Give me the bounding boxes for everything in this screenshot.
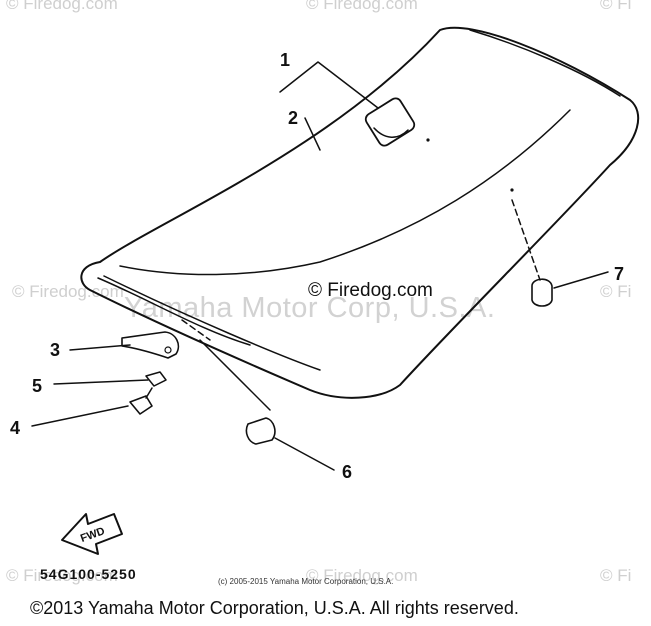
seat-seam — [119, 109, 571, 276]
clip-part-5 — [145, 371, 167, 387]
watermark-top-center: © Firedog.com — [306, 0, 418, 13]
seat-rear-ridge — [469, 29, 621, 97]
leader-2 — [304, 117, 321, 151]
seat-strap — [364, 97, 416, 147]
leader-3 — [69, 344, 131, 351]
bolt-part-4-shank — [145, 387, 153, 399]
watermark-mid-left: © Firedog.com — [12, 282, 124, 301]
callout-3: 3 — [50, 340, 60, 360]
callout-4: 4 — [10, 418, 20, 438]
leader-fastener — [199, 339, 271, 411]
watermark-top-right: © Fi — [600, 0, 632, 13]
callout-5: 5 — [32, 376, 42, 396]
collar-part-7 — [531, 278, 553, 307]
leader-7 — [553, 271, 609, 289]
leader-1 — [279, 61, 379, 109]
watermark-top-left: © Firedog.com — [6, 0, 118, 13]
bolt-part-4 — [129, 395, 153, 415]
hook-part-6 — [245, 417, 276, 445]
watermark-bottom-center: © Firedog.com — [306, 566, 418, 585]
seat-edge-line — [103, 275, 321, 371]
small-copyright: (c) 2005-2015 Yamaha Motor Corporation, … — [218, 577, 394, 586]
leader-fastener-dash — [511, 199, 541, 281]
bracket-part-3 — [121, 331, 180, 359]
seat-strap-fold — [373, 127, 409, 138]
leader-5 — [53, 379, 149, 385]
watermark-mid-right: © Fi — [600, 282, 632, 301]
callout-6: 6 — [342, 462, 352, 482]
center-credit: © Firedog.com — [308, 280, 433, 301]
seat-cushion — [80, 26, 640, 399]
callout-2: 2 — [288, 108, 298, 128]
leader-4 — [31, 405, 129, 427]
leader-6 — [274, 437, 335, 471]
seat-under-rim — [97, 277, 251, 346]
part-code: 54G100-5250 — [40, 566, 137, 582]
rights-footer: ©2013 Yamaha Motor Corporation, U.S.A. A… — [30, 598, 519, 618]
watermark-bottom-left: © Firedog.com — [6, 566, 118, 585]
callout-1: 1 — [280, 50, 290, 70]
bracket-hole — [164, 346, 172, 354]
callout-7: 7 — [614, 264, 624, 284]
watermark-bottom-right: © Fi — [600, 566, 632, 585]
leader-bracket-dash — [181, 319, 211, 341]
fwd-arrow — [61, 513, 123, 555]
